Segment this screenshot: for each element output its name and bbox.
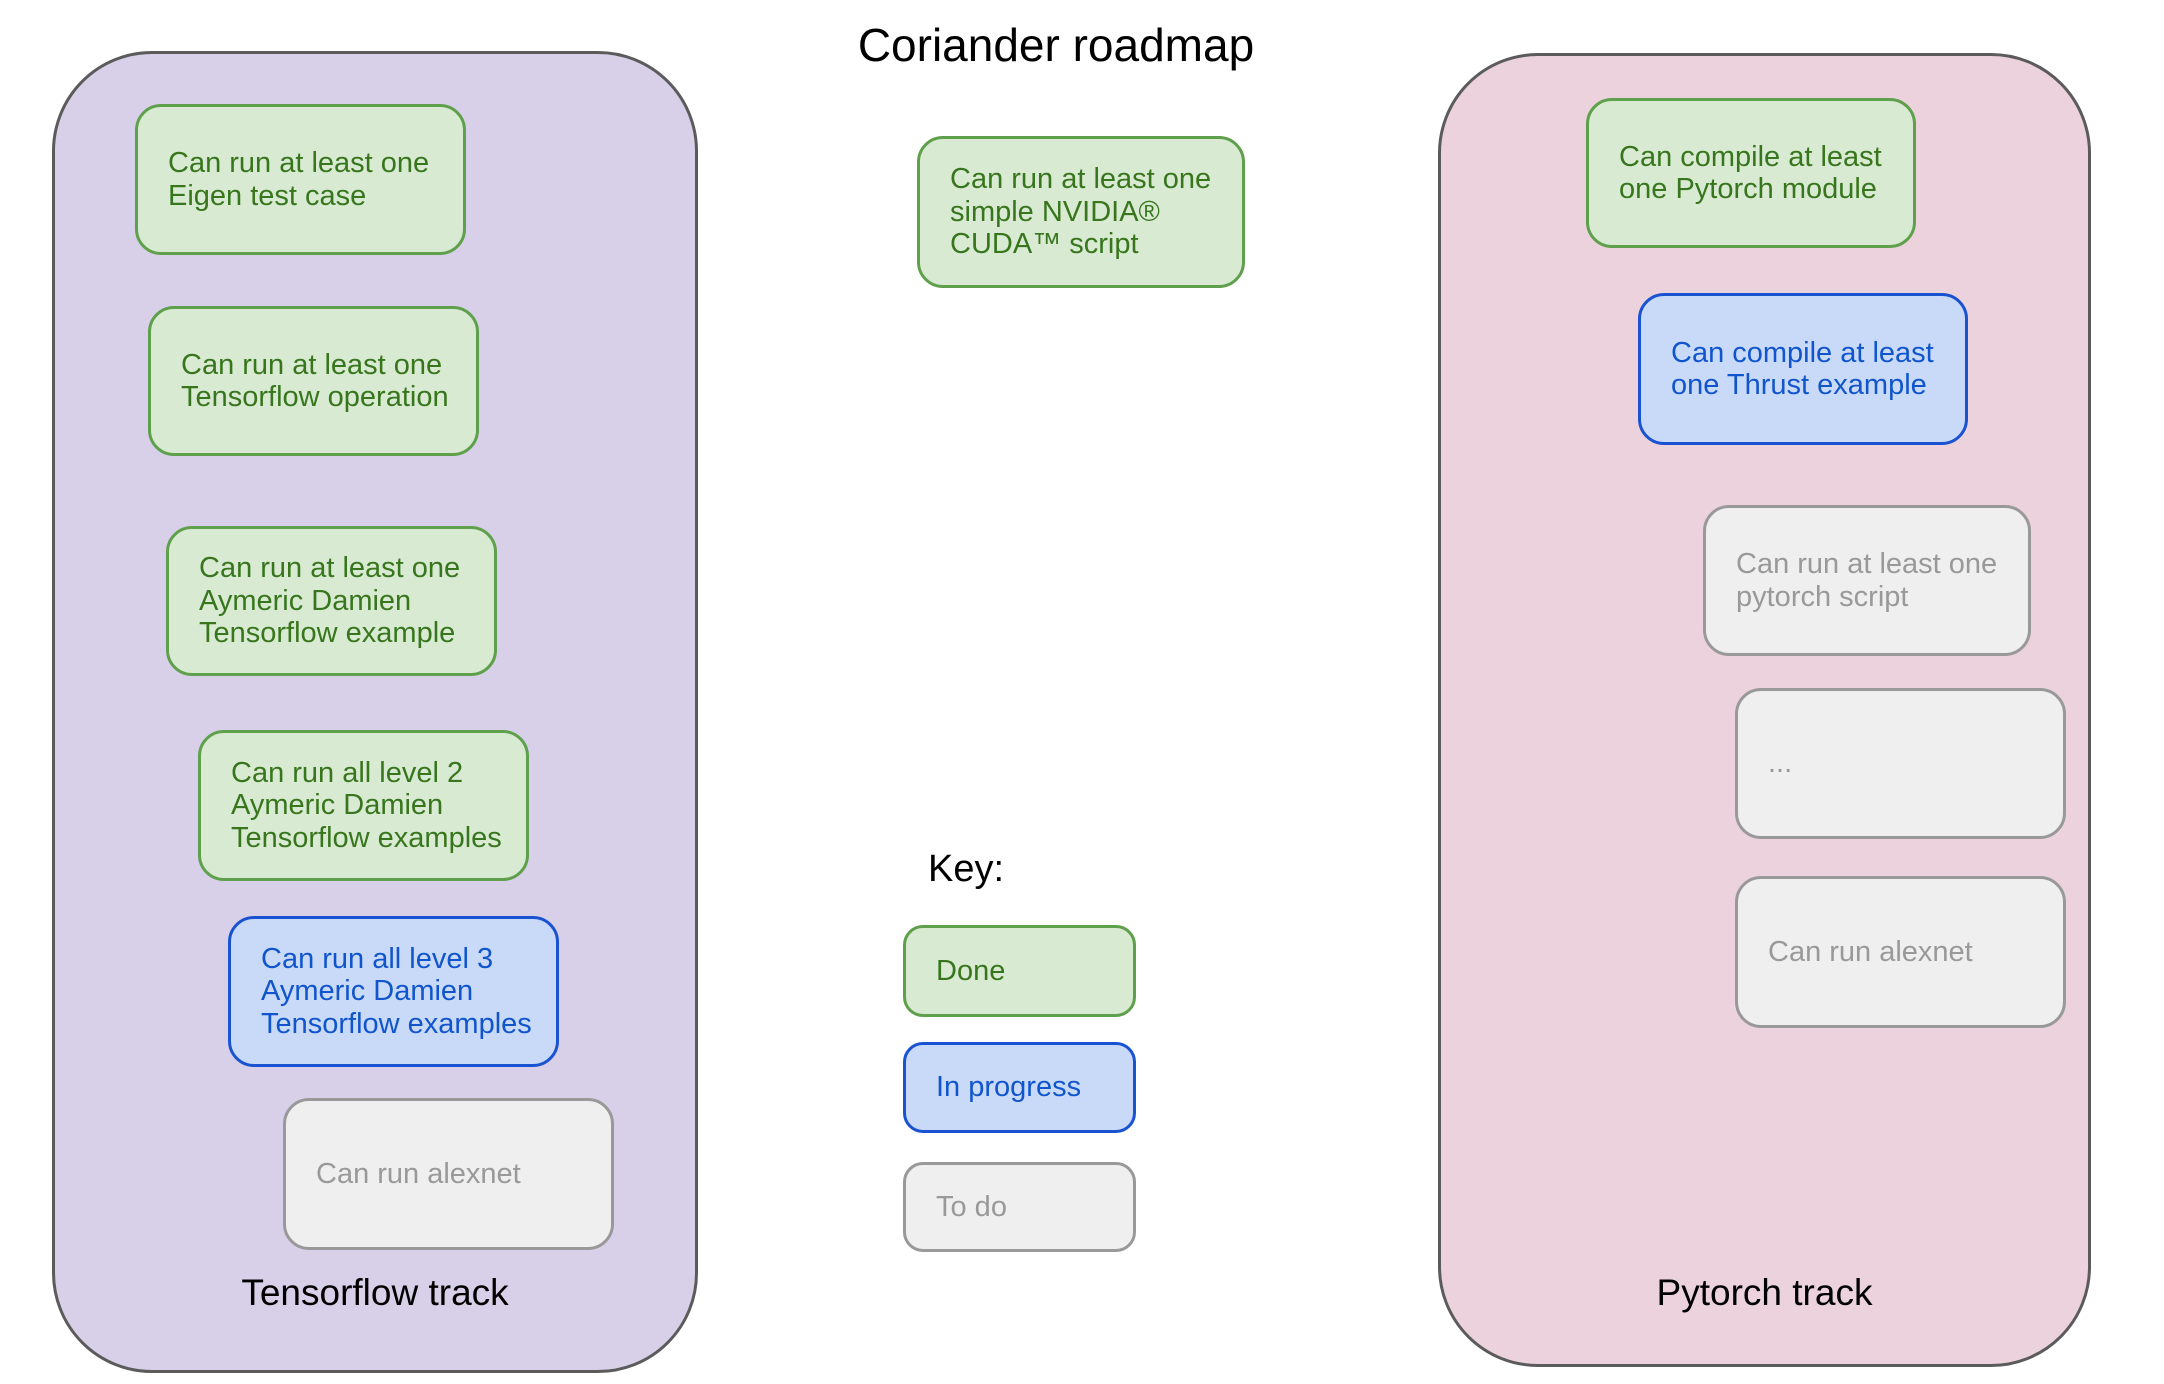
pytorch-track-label: Pytorch track	[1656, 1272, 1873, 1313]
task-box-level2-examples: Can run all level 2 Aymeric Damien Tenso…	[198, 730, 529, 881]
task-box-pt-alexnet: Can run alexnet	[1735, 876, 2066, 1028]
task-box-aymeric-damien-example: Can run at least one Aymeric Damien Tens…	[166, 526, 497, 676]
task-box-compile-pytorch-module: Can compile at least one Pytorch module	[1586, 98, 1916, 248]
page-title: Coriander roadmap	[857, 19, 1255, 71]
key-label: Key:	[928, 848, 1005, 890]
tensorflow-track-label: Tensorflow track	[241, 1272, 509, 1313]
tensorflow-track-container: Can run at least one Eigen test case Can…	[52, 51, 698, 1373]
task-box-tensorflow-operation: Can run at least one Tensorflow operatio…	[148, 306, 479, 456]
pytorch-track-container: Can compile at least one Pytorch module …	[1438, 53, 2091, 1367]
task-box-run-pytorch-script: Can run at least one pytorch script	[1703, 505, 2031, 656]
task-box-tf-alexnet: Can run alexnet	[283, 1098, 614, 1250]
key-item-to-do: To do	[903, 1162, 1136, 1252]
key-item-done: Done	[903, 925, 1136, 1017]
task-box-nvidia-cuda-script: Can run at least one simple NVIDIA® CUDA…	[917, 136, 1245, 288]
task-box-compile-thrust-example: Can compile at least one Thrust example	[1638, 293, 1968, 445]
key-item-in-progress: In progress	[903, 1042, 1136, 1133]
task-box-ellipsis: ...	[1735, 688, 2066, 839]
task-box-level3-examples: Can run all level 3 Aymeric Damien Tenso…	[228, 916, 559, 1067]
task-box-eigen-test-case: Can run at least one Eigen test case	[135, 104, 466, 255]
